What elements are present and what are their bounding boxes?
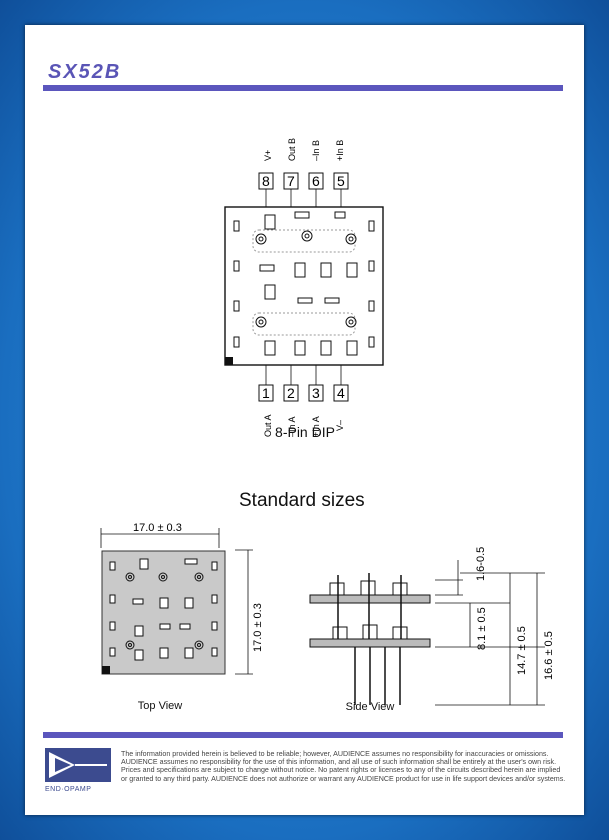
pin-5-label: +In B <box>335 140 345 161</box>
pin-8-number: 8 <box>262 173 270 189</box>
sizes-heading: Standard sizes <box>239 490 365 511</box>
side-view-dim-total: 16.6 ± 0.5 <box>543 631 555 680</box>
bottom-pin-labels: Out A –In A +In A V– <box>263 414 345 437</box>
side-view-dim-gap: 8.1 ± 0.5 <box>476 607 488 650</box>
pinout-diagram: V+ Out B –In B +In B 8 7 6 5 <box>224 138 384 437</box>
datasheet-page: SX52B V+ Out B –In B +In B 8 7 6 5 <box>25 25 584 815</box>
pin-6-label: –In B <box>311 140 321 161</box>
side-view-caption: Side View <box>345 701 395 713</box>
pin-3-number: 3 <box>312 385 320 401</box>
top-view-drawing: 17.0 ± 0.3 17.0 ± 0.3 <box>100 522 264 675</box>
top-pin-numbers: 8 7 6 5 <box>258 172 349 190</box>
pinout-caption: 8-Pin DIP <box>275 424 335 440</box>
top-view-width-dim: 17.0 ± 0.3 <box>133 522 182 534</box>
footer-rule <box>43 732 563 738</box>
ic-chips <box>264 214 358 356</box>
side-view-dim-mid: 14.7 ± 0.5 <box>516 626 528 675</box>
pin-7-label: Out B <box>287 138 297 161</box>
pin-5-number: 5 <box>337 173 345 189</box>
logo-text: END·OPAMP <box>45 786 92 793</box>
top-pin-labels: V+ Out B –In B +In B <box>263 138 345 161</box>
pin-4-number: 4 <box>337 385 345 401</box>
pin-1-label: Out A <box>263 414 273 437</box>
pin-4-label: V– <box>335 420 345 431</box>
board-outline <box>224 206 384 366</box>
pin-7-number: 7 <box>287 173 295 189</box>
top-view-caption: Top View <box>137 700 183 712</box>
pin-3-label: +In A <box>311 416 321 437</box>
page-title: SX52B <box>48 61 122 83</box>
top-view-height-dim: 17.0 ± 0.3 <box>252 603 264 652</box>
top-view-board <box>101 550 226 675</box>
pin-6-number: 6 <box>312 173 320 189</box>
side-view-board <box>309 573 431 705</box>
socket-outlines <box>252 229 356 336</box>
mounting-holes <box>255 230 357 328</box>
bottom-pin-numbers: 1 2 3 4 <box>258 384 349 402</box>
side-view-dimension-lines <box>435 560 545 706</box>
side-pads <box>233 211 375 348</box>
end-opamp-logo-icon <box>45 748 111 782</box>
side-view-drawing: 1.6-0.5 8.1 ± 0.5 14.7 ± 0.5 16.6 ± 0.5 <box>309 547 555 706</box>
header-rule <box>43 85 563 91</box>
footer-disclaimer: The information provided herein is belie… <box>121 750 566 783</box>
side-view-dim-top: 1.6-0.5 <box>475 547 487 581</box>
pin-8-label: V+ <box>263 150 273 161</box>
pin-2-number: 2 <box>287 385 295 401</box>
pin-2-label: –In A <box>287 416 297 437</box>
pin-1-number: 1 <box>262 385 270 401</box>
